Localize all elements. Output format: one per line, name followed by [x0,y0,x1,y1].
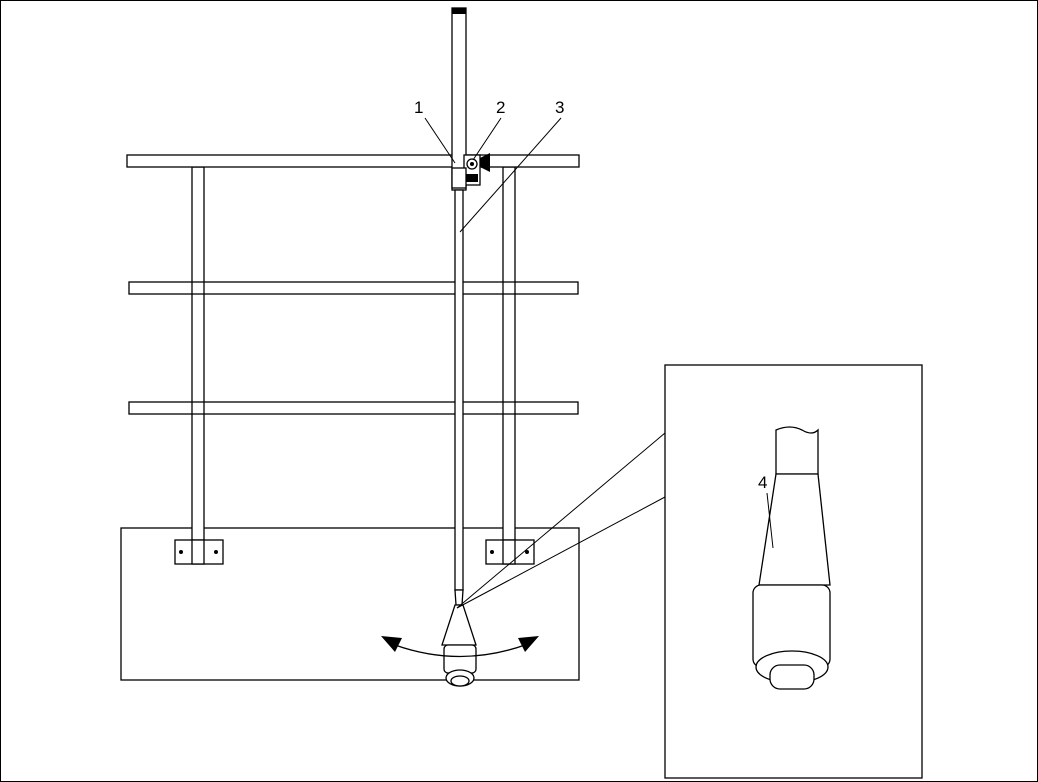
enlarged-sensor [752,426,831,690]
knee-rail [128,401,579,415]
zoom-line-bottom [456,496,666,609]
probe-rod-lower [454,189,464,591]
callout-1: 1 [414,98,423,117]
sensor-head [441,604,477,687]
middle-rail [128,281,579,295]
leader-2 [472,117,502,161]
leader-1 [424,117,456,164]
callout-3: 3 [555,98,564,117]
railing [126,154,580,565]
railing-post-right [502,166,516,556]
zoom-line-top [456,432,666,609]
detail-inset [456,364,923,779]
probe-assembly [381,7,539,687]
leader-lines [424,117,774,549]
leader-4 [766,492,774,549]
mounting-clamp [451,153,490,189]
callout-2: 2 [496,98,505,117]
callout-4: 4 [758,473,767,492]
top-rail [126,154,580,168]
leader-3 [459,117,562,233]
railing-post-left [191,166,205,556]
swing-arrow [381,636,539,658]
